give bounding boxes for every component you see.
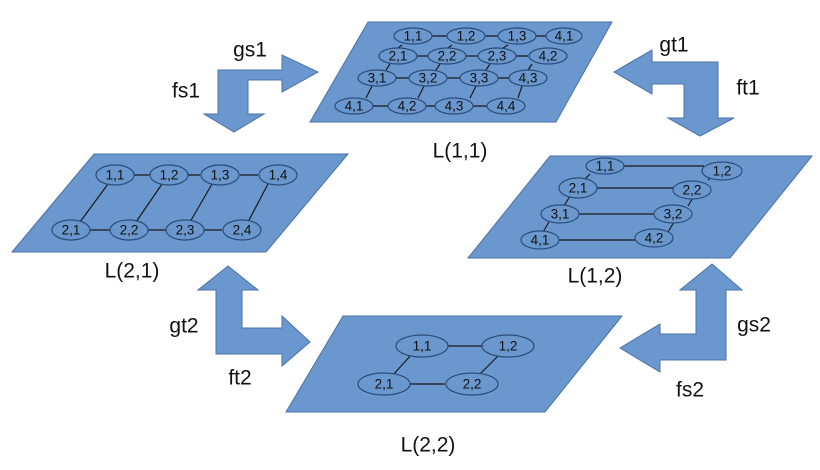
plane-L12 (466, 155, 814, 259)
node-label: 2,2 (463, 377, 482, 392)
node-L12-2-2 (672, 180, 712, 200)
node-L22-1-2 (481, 334, 535, 358)
node-label: 4,1 (345, 99, 364, 114)
node-label: 4,3 (519, 71, 538, 86)
node-L11-3-3 (459, 69, 499, 87)
node-L12-1-1 (585, 157, 625, 175)
layer-L11: 1,1 1,2 1,3 4,1 2,1 2,2 2,3 4,2 3,1 3,2 … (309, 21, 613, 163)
node-label: 2,1 (62, 223, 81, 238)
node-L21-1-2 (149, 164, 189, 186)
node-label: 2,2 (438, 49, 457, 64)
node-L21-2-2 (109, 219, 149, 241)
node-label: 4,1 (531, 233, 550, 248)
node-L11-2-1 (378, 47, 418, 65)
layer-L12: 1,1 1,2 2,1 2,2 3,1 3,2 4,1 4,2 L(1,2) (466, 155, 814, 288)
node-label: 1,2 (457, 29, 476, 44)
node-L11-2-2 (427, 47, 467, 65)
node-L21-2-3 (165, 219, 205, 241)
node-label: 1,1 (596, 159, 615, 174)
node-L11-4-1 (334, 97, 374, 115)
node-label: 1,1 (413, 339, 432, 354)
layer-label-L21: L(2,1) (105, 260, 160, 283)
plane-L11 (309, 21, 613, 123)
node-label: 4,2 (645, 231, 664, 246)
plane-L22 (285, 315, 624, 413)
node-L11-4-2a (528, 47, 568, 65)
arrow-gt2-ft2 (196, 265, 311, 368)
node-L12-1-2 (701, 161, 743, 181)
layer-label-L12: L(1,2) (568, 265, 623, 288)
map-label-gt2: gt2 (169, 315, 198, 338)
node-L11-3-2 (408, 69, 448, 87)
node-L21-1-4 (258, 164, 298, 186)
node-L22-2-1 (357, 372, 411, 396)
node-label: 1,1 (404, 29, 423, 44)
layer-L22: 1,1 1,2 2,1 2,2 L(2,2) (285, 315, 624, 457)
node-L11-2-3 (477, 47, 517, 65)
node-L22-2-2 (445, 372, 499, 396)
node-label: 1,4 (269, 168, 288, 183)
node-label: 2,3 (488, 49, 507, 64)
node-L11-4-3a (508, 69, 548, 87)
edges-L22 (391, 345, 501, 385)
edges-L21 (79, 174, 269, 231)
edges-L11 (365, 35, 548, 107)
node-L11-4-4 (486, 97, 526, 115)
node-label: 3,2 (419, 71, 438, 86)
node-L21-2-4 (222, 219, 262, 241)
node-label: 4,3 (445, 99, 464, 114)
node-label: 3,2 (664, 207, 683, 222)
node-label: 2,1 (375, 377, 394, 392)
node-label: 2,2 (683, 183, 702, 198)
node-L22-1-1 (395, 334, 449, 358)
node-label: 1,2 (713, 164, 732, 179)
map-label-gs1: gs1 (233, 39, 267, 62)
node-label: 1,1 (106, 168, 125, 183)
layer-label-L22: L(2,2) (401, 434, 456, 457)
node-label: 1,2 (499, 339, 518, 354)
node-L11-1-3 (497, 27, 537, 45)
node-L11-4-3 (434, 97, 474, 115)
node-label: 1,3 (211, 168, 230, 183)
node-L21-1-1 (95, 164, 135, 186)
map-label-fs2: fs2 (676, 379, 704, 402)
node-label: 2,3 (176, 223, 195, 238)
node-label: 4,4 (497, 99, 516, 114)
node-label: 1,3 (508, 29, 527, 44)
node-L11-4-1a (545, 27, 583, 45)
node-label: 4,2 (398, 99, 417, 114)
layer-label-L11: L(1,1) (433, 140, 488, 163)
node-label: 4,1 (555, 29, 574, 44)
node-label: 3,3 (470, 71, 489, 86)
map-label-ft2: ft2 (228, 367, 251, 390)
node-label: 2,2 (120, 223, 139, 238)
map-label-fs1: fs1 (172, 80, 200, 103)
map-label-ft1: ft1 (736, 77, 759, 100)
node-label: 1,2 (160, 168, 179, 183)
node-label: 3,1 (551, 207, 570, 222)
node-L12-2-1 (558, 177, 598, 199)
node-label: 4,2 (539, 49, 558, 64)
map-label-gt1: gt1 (659, 34, 688, 57)
node-L12-4-1 (520, 230, 560, 250)
node-L11-4-2 (387, 97, 427, 115)
arrow-gt1-ft1 (613, 49, 735, 137)
layer-L21: 1,1 1,2 1,3 1,4 2,1 2,2 2,3 2,4 L(2,1) (10, 153, 350, 283)
arrow-gs2-fs2 (619, 263, 744, 373)
map-label-gs2: gs2 (737, 314, 771, 337)
node-label: 2,4 (233, 223, 252, 238)
node-label: 2,1 (569, 181, 588, 196)
node-label: 3,1 (368, 71, 387, 86)
node-L11-1-1 (393, 27, 433, 45)
arrow-gs1-fs1 (202, 54, 320, 133)
node-L12-3-1 (540, 204, 580, 224)
node-L11-3-1 (357, 69, 397, 87)
node-L21-2-1 (51, 219, 91, 241)
node-L11-1-2 (446, 27, 486, 45)
node-L21-1-3 (200, 164, 240, 186)
node-L12-4-2 (634, 228, 674, 248)
node-label: 2,1 (389, 49, 408, 64)
node-L12-3-2 (653, 204, 693, 224)
